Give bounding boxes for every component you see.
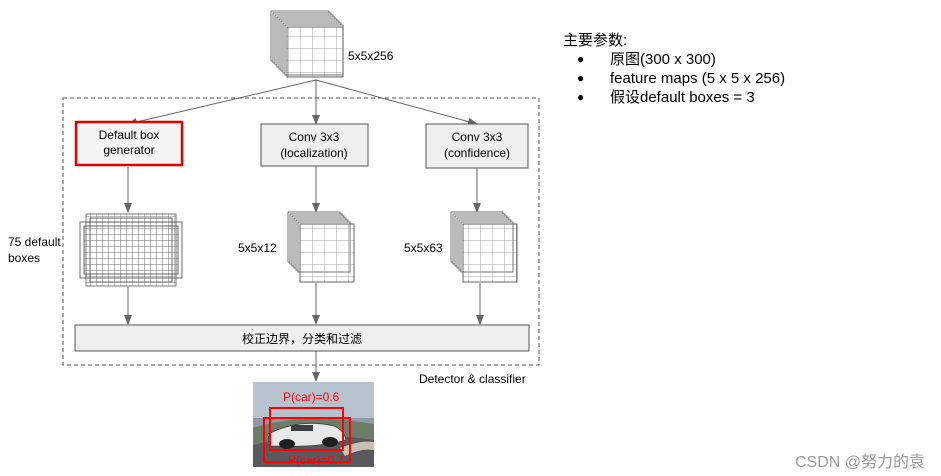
localization-label-line2: (localization) — [280, 146, 347, 160]
arrow-to-confidence — [315, 79, 478, 126]
localization-conv-box — [260, 123, 369, 167]
param-item: 原图(300 x 300) — [563, 50, 785, 69]
feature-map-label: 5x5x256 — [348, 49, 394, 63]
default-boxes-label-line1: 75 default — [8, 235, 61, 249]
feature-map-stack — [270, 10, 344, 78]
confidence-label-line2: (confidence) — [444, 146, 510, 160]
main-params-panel: 主要参数: 原图(300 x 300) feature maps (5 x 5 … — [563, 31, 785, 107]
arrow-to-generator — [127, 79, 317, 126]
confidence-conv-box — [425, 123, 529, 169]
default-boxes-grid — [79, 213, 183, 287]
param-item: 假设default boxes = 3 — [563, 88, 785, 107]
generator-label-line2: generator — [103, 143, 154, 157]
confidence-tensor-stack — [450, 211, 518, 283]
generator-label-line1: Default box — [99, 128, 160, 142]
params-list: 原图(300 x 300) feature maps (5 x 5 x 256)… — [563, 50, 785, 107]
localization-tensor-label: 5x5x12 — [238, 241, 277, 255]
merge-box — [74, 324, 530, 352]
container-label: Detector & classifier — [419, 372, 526, 386]
default-boxes-label-line2: boxes — [8, 251, 40, 265]
detection-label-1: P(car)=0.6 — [283, 390, 340, 404]
localization-label-line1: Conv 3x3 — [289, 130, 340, 144]
default-box-generator — [74, 120, 184, 167]
confidence-label-line1: Conv 3x3 — [452, 130, 503, 144]
merge-label: 校正边界，分类和过滤 — [242, 331, 362, 346]
detection-output-image — [253, 382, 374, 467]
detection-label-2: P(car)=0.7 — [288, 453, 345, 467]
localization-tensor-stack — [287, 211, 355, 283]
confidence-tensor-label: 5x5x63 — [404, 241, 443, 255]
params-title: 主要参数: — [563, 32, 628, 49]
csdn-watermark: CSDN @努力的袁 — [794, 454, 925, 471]
param-item: feature maps (5 x 5 x 256) — [563, 69, 785, 88]
detector-container — [62, 97, 540, 366]
